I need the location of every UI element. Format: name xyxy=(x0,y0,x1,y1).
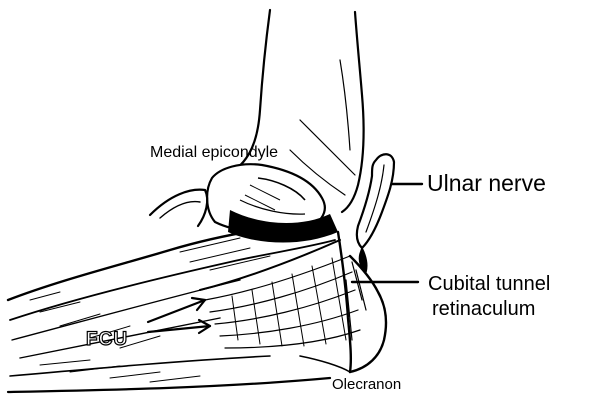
cubital-tunnel-label-line1: Cubital tunnel xyxy=(428,272,550,297)
ulnar-nerve xyxy=(357,154,394,272)
medial-epicondyle-label: Medial epicondyle xyxy=(150,145,278,161)
olecranon-label: Olecranon xyxy=(332,377,401,392)
olecranon-region xyxy=(300,232,386,372)
fcu-label: FCU xyxy=(86,330,128,349)
cubital-tunnel-label-line2: retinaculum xyxy=(428,297,550,322)
cubital-tunnel-retinaculum-label: Cubital tunnel retinaculum xyxy=(428,272,550,322)
ulnar-nerve-label: Ulnar nerve xyxy=(427,172,546,195)
